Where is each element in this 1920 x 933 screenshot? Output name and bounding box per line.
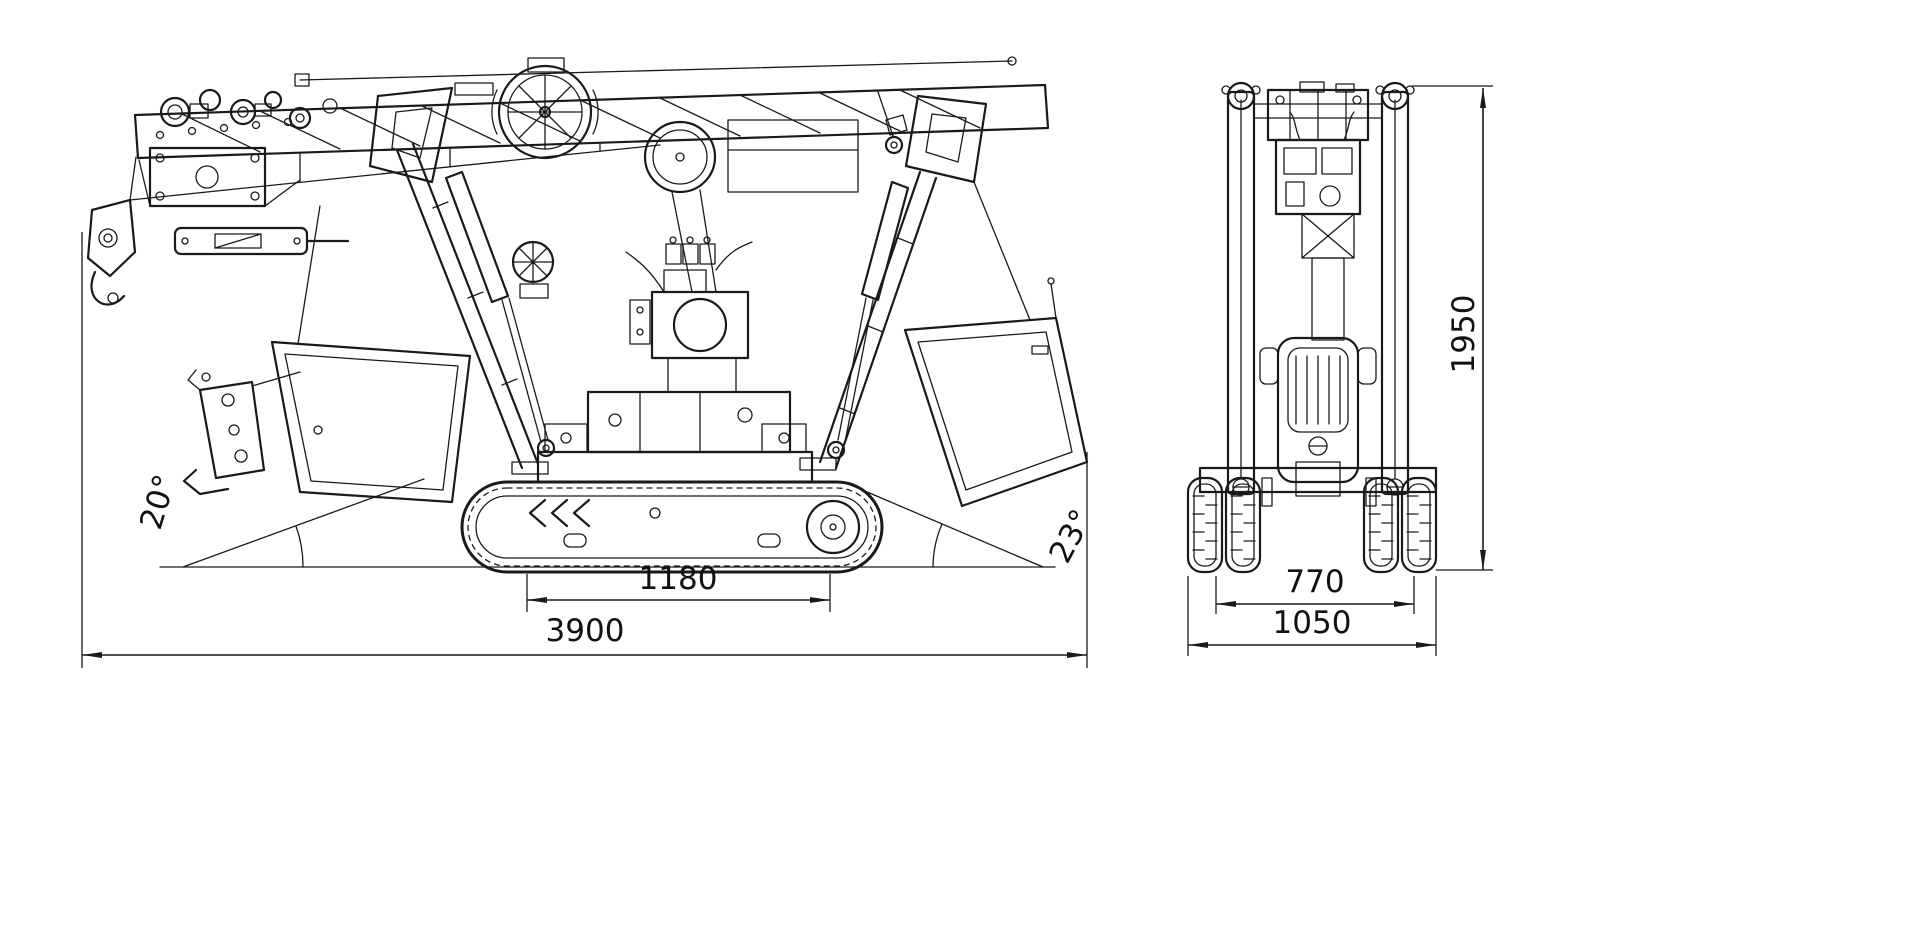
- engine-assembly: [1274, 111, 1362, 341]
- front-outrigger: [182, 369, 301, 496]
- mast-legs: [1221, 81, 1415, 496]
- pulley-drum: [643, 120, 717, 194]
- dimension-track-length: 1180: [526, 561, 831, 612]
- dim-label-overall-length: 3900: [546, 613, 625, 649]
- winch-drum: [491, 57, 599, 160]
- angle-left-dimension: 20°: [133, 471, 425, 568]
- machine-body: [536, 390, 814, 484]
- feed-frame-panel: [727, 119, 859, 193]
- axle-frame: [1198, 461, 1438, 507]
- dimension-overall-height: 1950: [1412, 85, 1493, 571]
- angle-right-dimension: 23°: [845, 482, 1100, 569]
- dim-label-angle-left: 20°: [133, 471, 183, 534]
- front-view: 1950 770 1050: [1186, 81, 1493, 656]
- body-console: [1259, 336, 1377, 484]
- left-side-panel: [270, 340, 472, 504]
- dim-label-overall-width: 1050: [1273, 605, 1352, 641]
- dim-label-track-length: 1180: [639, 561, 718, 597]
- rotary-head: [625, 189, 753, 393]
- drill-head-assembly: [86, 88, 350, 345]
- dim-label-angle-right: 23°: [1042, 504, 1100, 569]
- dimension-overall-width: 1050: [1187, 576, 1437, 656]
- dim-label-track-width: 770: [1285, 564, 1344, 600]
- dimension-overall-length: 3900: [81, 232, 1088, 668]
- cooling-fan: [511, 240, 555, 299]
- top-machinery: [1266, 81, 1370, 142]
- side-view: 3900 1180 20° 23°: [81, 56, 1100, 668]
- crawler-track: [460, 480, 884, 574]
- hoist-hook: [877, 91, 908, 155]
- dimension-track-width: 770: [1215, 564, 1415, 614]
- dim-label-overall-height: 1950: [1446, 295, 1482, 374]
- front-support-frame: [368, 86, 556, 475]
- right-side-panel: [903, 277, 1089, 508]
- rear-support-frame: [799, 94, 1031, 471]
